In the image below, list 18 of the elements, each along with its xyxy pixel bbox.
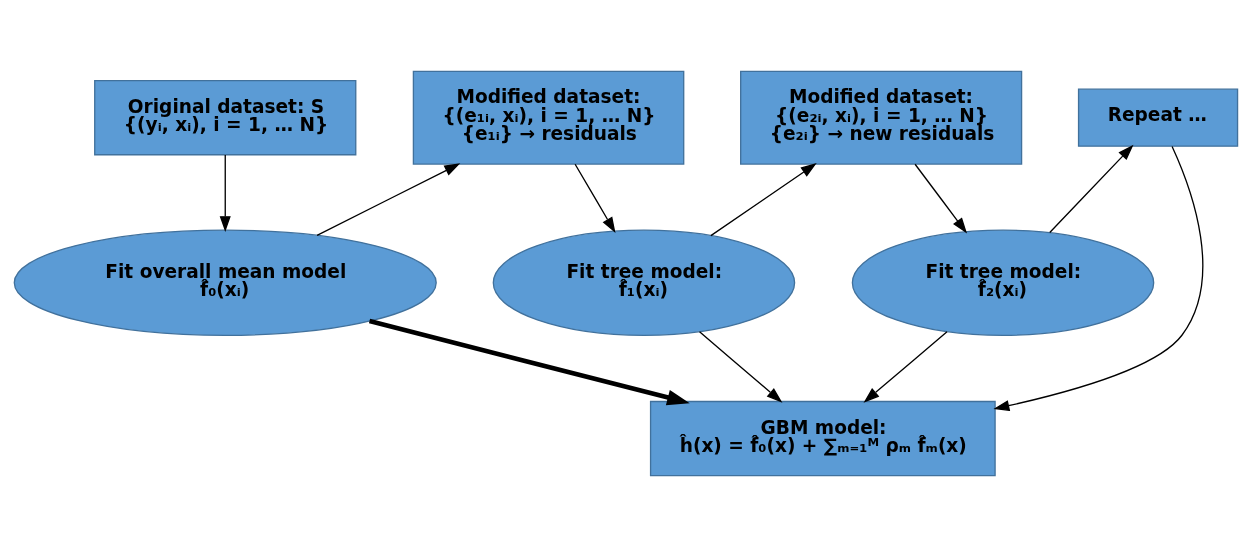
arrow [219, 153, 231, 232]
arrow [574, 163, 616, 233]
node-ellipse: Fit tree model: f̂₁(xᵢ) [492, 229, 796, 336]
node-box: Original dataset: S {(yᵢ, xᵢ), i = 1, … N} [94, 79, 357, 155]
arrow [368, 318, 690, 405]
node-box: GBM model: ĥ(x) = f̂₀(x) + ∑ₘ₌₁ᴹ ρₘ f̂ₘ(x) [649, 400, 996, 476]
node-box: Modified dataset: {(e₂ᵢ, xᵢ), i = 1, … N} {e₂ᵢ} → new residuals [740, 70, 1023, 165]
arrow [914, 163, 968, 233]
arrow [316, 162, 461, 236]
arrow [863, 330, 948, 403]
node-box: Modified dataset: {(e₁ᵢ, xᵢ), i = 1, … N} {e₁ᵢ} → residuals [412, 70, 685, 165]
arrow [1049, 144, 1134, 233]
node-ellipse: Fit overall mean model f̂₀(xᵢ) [13, 229, 437, 336]
node-ellipse: Fit tree model: f̂₂(xᵢ) [851, 229, 1155, 336]
arrow [698, 330, 783, 403]
arrow [993, 145, 1204, 411]
arrow [710, 162, 817, 236]
node-box: Repeat … [1077, 88, 1239, 147]
